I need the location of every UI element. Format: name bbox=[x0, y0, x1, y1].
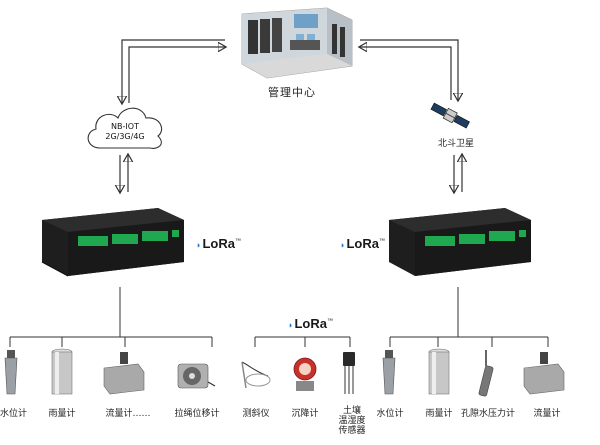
lora-logo-left: ◗LoRa™ bbox=[196, 236, 241, 251]
wireless-signal-icon: ◗ bbox=[288, 320, 294, 330]
sensor-label: 流量计 bbox=[533, 409, 561, 419]
satellite-label: 北斗卫星 bbox=[437, 139, 475, 149]
satellite-icon bbox=[430, 102, 470, 129]
sensor-label: 水位计 bbox=[376, 409, 404, 419]
link-satellite-to-center bbox=[360, 47, 452, 100]
sensor-label: 土壤 温湿度 传感器 bbox=[338, 406, 366, 436]
water-level-gauge-icon-right bbox=[382, 350, 396, 395]
gateway-device-right bbox=[389, 208, 531, 276]
settlement-gauge-icon bbox=[293, 357, 317, 391]
water-level-gauge-icon bbox=[4, 350, 18, 395]
rain-gauge-icon bbox=[51, 348, 73, 395]
rain-gauge-icon-right bbox=[428, 348, 450, 395]
lora-logo-right: ◗LoRa™ bbox=[340, 236, 385, 251]
sensor-label: 沉降计 bbox=[291, 409, 319, 419]
soil-moisture-sensor-icon bbox=[343, 352, 355, 394]
pore-water-pressure-gauge-icon bbox=[478, 350, 494, 397]
wireless-signal-icon: ◗ bbox=[196, 240, 202, 250]
cloud-network-text: NB-IOT 2G/3G/4G bbox=[96, 122, 154, 142]
management-center-room-icon bbox=[241, 7, 353, 79]
management-center-label: 管理中心 bbox=[268, 86, 316, 99]
sensor-label: 拉绳位移计 bbox=[174, 409, 220, 419]
draw-wire-displacement-icon bbox=[177, 363, 216, 389]
link-center-to-cloud bbox=[122, 39, 225, 103]
cloud-line-1: NB-IOT bbox=[111, 122, 139, 131]
cloud-icon bbox=[87, 107, 163, 149]
inclinometer-icon bbox=[241, 361, 271, 389]
flow-meter-icon-right bbox=[523, 352, 565, 395]
sensor-label: 测斜仪 bbox=[242, 409, 270, 419]
link-center-to-satellite bbox=[360, 39, 458, 100]
cloud-line-2: 2G/3G/4G bbox=[105, 132, 145, 141]
sensor-label: 雨量计 bbox=[425, 409, 453, 419]
sensor-label: 雨量计 bbox=[48, 409, 76, 419]
sensor-label: 孔隙水压力计 bbox=[460, 409, 516, 419]
flow-meter-icon bbox=[103, 352, 145, 395]
lora-logo-middle: ◗LoRa™ bbox=[288, 316, 333, 331]
link-cloud-to-center bbox=[128, 47, 225, 103]
wireless-signal-icon: ◗ bbox=[340, 240, 346, 250]
sensor-label: 流量计…… bbox=[105, 409, 151, 419]
sensor-label: 水位计 bbox=[0, 409, 28, 419]
gateway-device-left bbox=[41, 208, 184, 277]
